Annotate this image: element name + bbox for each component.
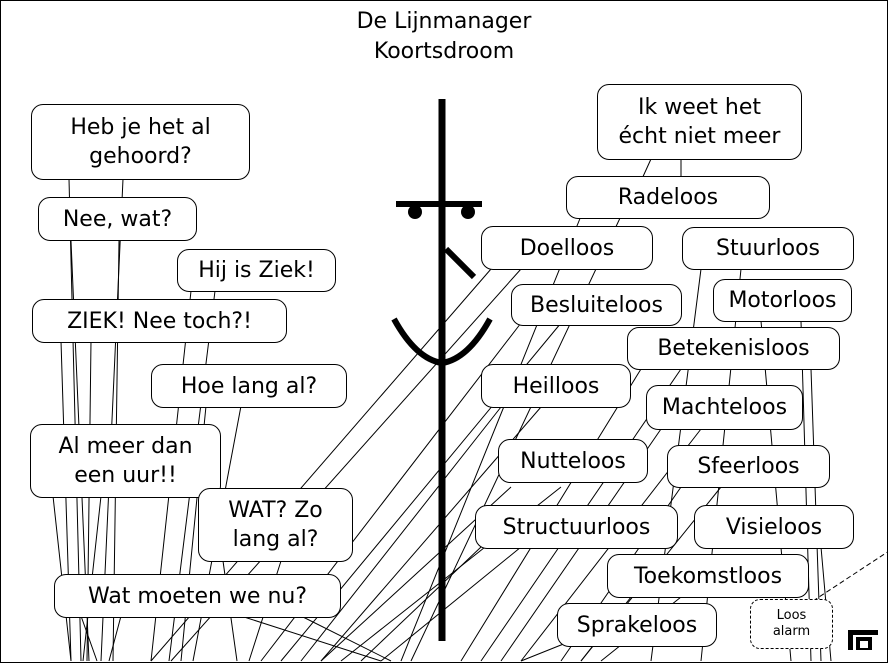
- word-bubble: Toekomstloos: [607, 554, 809, 598]
- thought-bubble: Ik weet het écht niet meer: [597, 84, 802, 160]
- word-bubble: Besluiteloos: [511, 284, 682, 326]
- artist-logo: [848, 630, 878, 650]
- alarm-bubble: Loos alarm: [750, 599, 833, 649]
- word-bubble: Sfeerloos: [667, 445, 830, 488]
- word-bubble: Doelloos: [481, 226, 653, 270]
- comic-title: De Lijnmanager Koortsdroom: [1, 7, 887, 67]
- title-line-2: Koortsdroom: [373, 39, 515, 64]
- word-bubble: Nutteloos: [498, 439, 648, 483]
- word-bubble: Visieloos: [694, 505, 854, 549]
- word-bubble: Betekenisloos: [627, 327, 840, 370]
- speech-bubble: Wat moeten we nu?: [54, 574, 341, 618]
- speech-bubble: Nee, wat?: [38, 197, 197, 241]
- word-bubble: Radeloos: [566, 176, 770, 219]
- word-bubble: Sprakeloos: [557, 603, 717, 647]
- word-bubble: Structuurloos: [475, 505, 678, 549]
- word-bubble: Stuurloos: [682, 227, 854, 270]
- line-manager-figure: [391, 99, 493, 641]
- speech-bubble: ZIEK! Nee toch?!: [32, 299, 287, 343]
- title-line-1: De Lijnmanager: [356, 9, 532, 34]
- speech-bubble: Hoe lang al?: [151, 364, 347, 408]
- speech-bubble: WAT? Zo lang al?: [198, 488, 353, 562]
- word-bubble: Motorloos: [713, 279, 852, 322]
- speech-bubble: Heb je het al gehoord?: [31, 104, 250, 180]
- word-bubble: Machteloos: [646, 385, 803, 430]
- speech-bubble: Hij is Ziek!: [177, 249, 336, 292]
- word-bubble: Heilloos: [481, 364, 631, 408]
- speech-bubble: Al meer dan een uur!!: [30, 424, 221, 498]
